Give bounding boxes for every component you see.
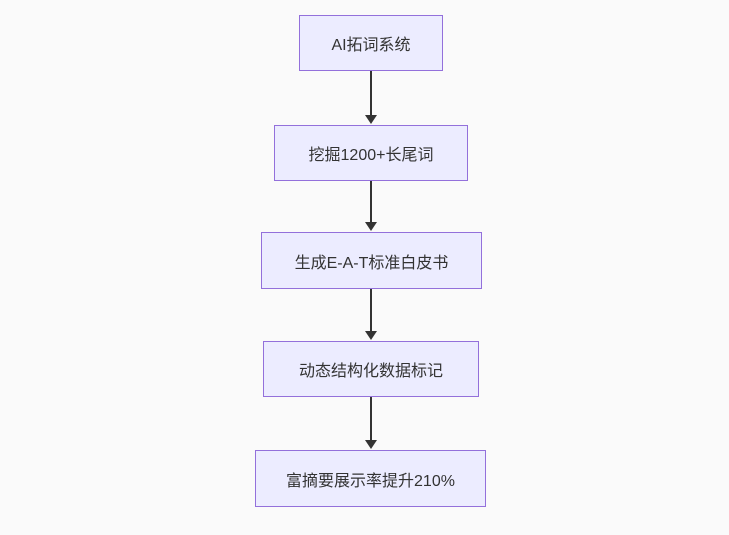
flowchart-node-eat-whitepaper: 生成E-A-T标准白皮书 bbox=[261, 232, 482, 289]
arrow-down-icon bbox=[365, 440, 377, 449]
flowchart-node-longtail-keywords: 挖掘1200+长尾词 bbox=[274, 125, 468, 181]
edge-line bbox=[370, 181, 372, 222]
flowchart-edge-1 bbox=[365, 71, 377, 124]
flowchart-edge-3 bbox=[365, 289, 377, 340]
edge-line bbox=[370, 289, 372, 331]
edge-line bbox=[370, 397, 372, 440]
flowchart-edge-2 bbox=[365, 181, 377, 231]
node-label: 挖掘1200+长尾词 bbox=[308, 147, 434, 164]
arrow-down-icon bbox=[365, 115, 377, 124]
node-label: 动态结构化数据标记 bbox=[298, 363, 443, 380]
flowchart-node-rich-snippet-result: 富摘要展示率提升210% bbox=[255, 450, 486, 507]
node-label: 生成E-A-T标准白皮书 bbox=[294, 254, 449, 272]
arrow-down-icon bbox=[365, 222, 377, 231]
edge-line bbox=[370, 71, 372, 115]
arrow-down-icon bbox=[365, 331, 377, 340]
flowchart-node-ai-word-expansion: AI拓词系统 bbox=[299, 15, 443, 71]
flowchart-edge-4 bbox=[365, 397, 377, 449]
node-label: 富摘要展示率提升210% bbox=[286, 472, 455, 490]
node-label: AI拓词系统 bbox=[331, 37, 411, 54]
flowchart-node-structured-data-markup: 动态结构化数据标记 bbox=[263, 341, 479, 397]
